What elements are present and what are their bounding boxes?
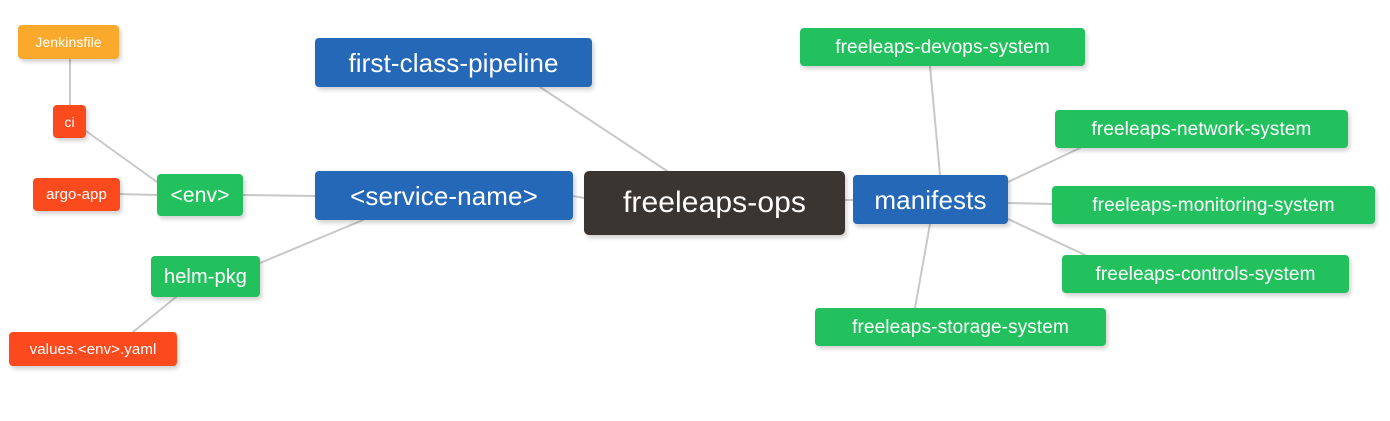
node-freeleaps-ops[interactable]: freeleaps-ops — [584, 171, 845, 235]
node-storage-system[interactable]: freeleaps-storage-system — [815, 308, 1106, 346]
node-env[interactable]: <env> — [157, 174, 243, 216]
node-controls-system[interactable]: freeleaps-controls-system — [1062, 255, 1349, 293]
node-service-name[interactable]: <service-name> — [315, 171, 573, 220]
edge-manifests-to-network-system — [1007, 147, 1081, 183]
edge-values-yaml-to-helm-pkg — [132, 296, 177, 333]
node-network-system[interactable]: freeleaps-network-system — [1055, 110, 1348, 148]
node-values-yaml[interactable]: values.<env>.yaml — [9, 332, 177, 366]
node-manifests[interactable]: manifests — [853, 175, 1008, 224]
edge-env-to-service-name — [242, 194, 316, 197]
node-argo-app[interactable]: argo-app — [33, 178, 120, 211]
node-monitoring-system[interactable]: freeleaps-monitoring-system — [1052, 186, 1375, 224]
edge-argo-app-to-env — [119, 193, 158, 196]
node-helm-pkg[interactable]: helm-pkg — [151, 256, 260, 297]
edge-first-class-pipeline-to-freeleaps-ops — [539, 86, 668, 172]
edge-service-name-to-freeleaps-ops — [572, 195, 585, 199]
edge-manifests-to-storage-system — [914, 223, 931, 309]
edge-manifests-to-controls-system — [1007, 218, 1086, 256]
edge-helm-pkg-to-service-name — [259, 219, 364, 264]
node-first-class-pipeline[interactable]: first-class-pipeline — [315, 38, 592, 87]
edge-ci-to-env — [85, 130, 158, 183]
node-jenkinsfile[interactable]: Jenkinsfile — [18, 25, 119, 59]
node-ci[interactable]: ci — [53, 105, 86, 138]
edge-manifests-to-monitoring-system — [1007, 202, 1053, 205]
node-devops-system[interactable]: freeleaps-devops-system — [800, 28, 1085, 66]
edge-manifests-to-devops-system — [929, 65, 941, 176]
